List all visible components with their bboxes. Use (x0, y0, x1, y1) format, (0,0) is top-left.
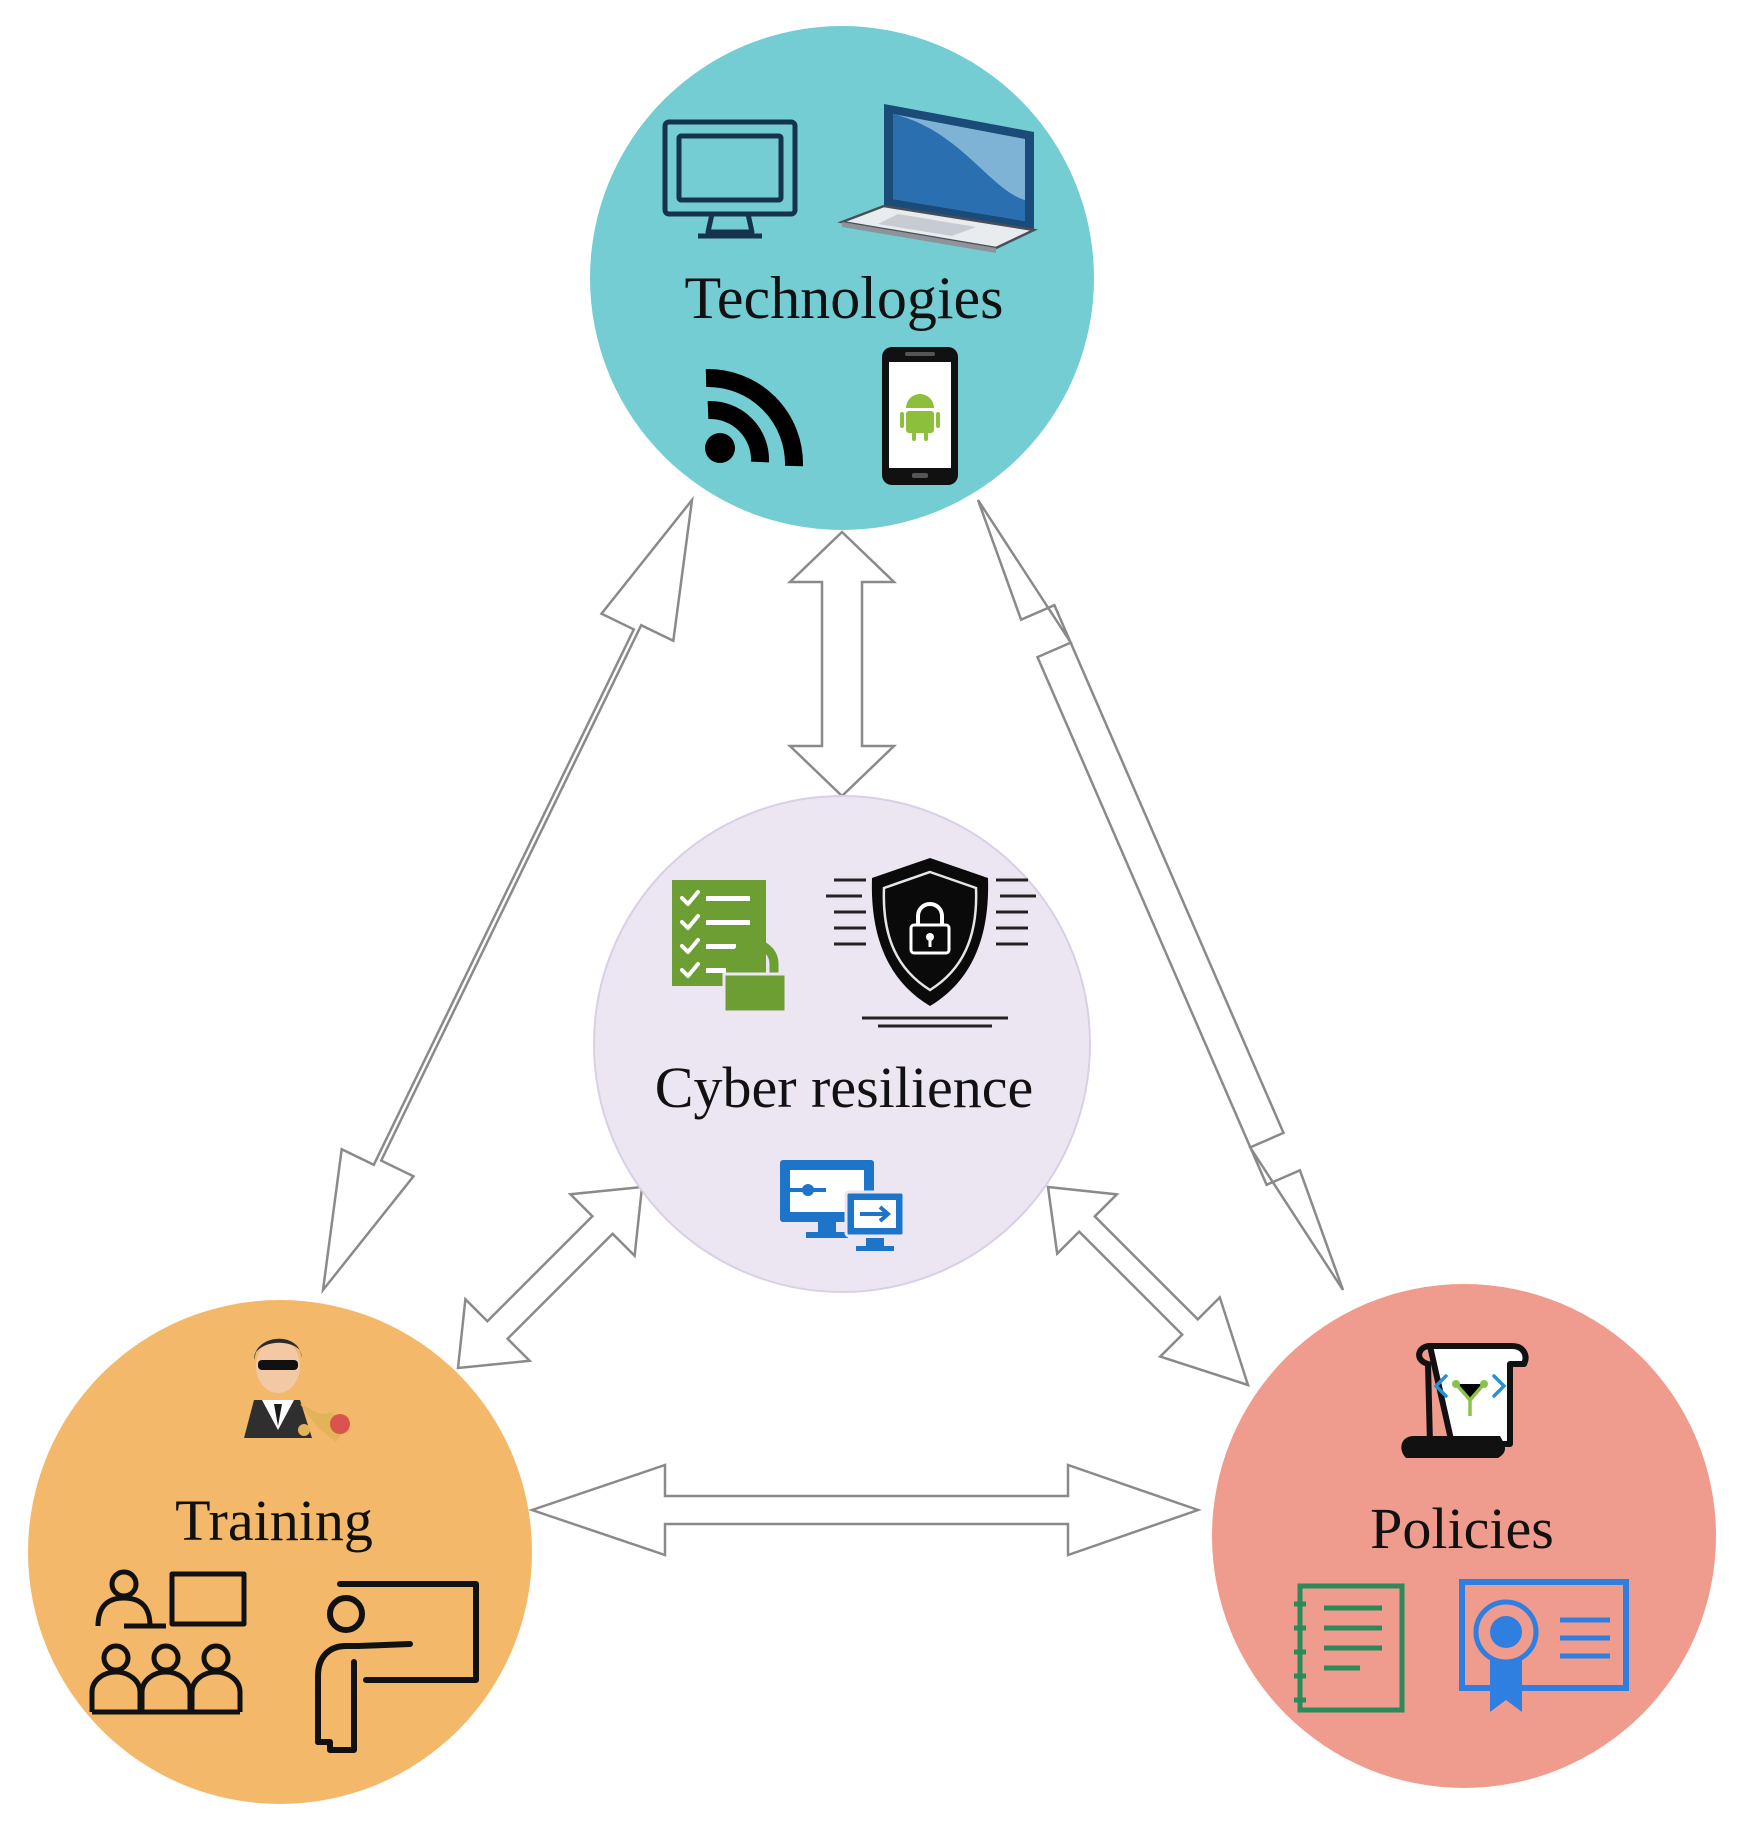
wifi-signal-icon (705, 368, 804, 467)
remote-desktop-icon (780, 1160, 906, 1251)
security-shield-icon (826, 858, 1036, 1028)
arrow-technologies-training (321, 495, 694, 1295)
desktop-monitor-icon (662, 119, 798, 239)
arrows-layer (321, 495, 1345, 1557)
certificate-icon (1459, 1579, 1629, 1712)
checklist-lock-icon (672, 880, 788, 1014)
arrow-cyber-training (456, 1185, 644, 1370)
group-meeting-icon (89, 1569, 247, 1715)
arrow-cyber-policies (1046, 1185, 1250, 1387)
training-label: Training (175, 1488, 373, 1553)
cyber-resilience-label: Cyber resilience (655, 1055, 1033, 1120)
policies-circle (1212, 1284, 1716, 1788)
policies-label: Policies (1370, 1496, 1554, 1561)
notebook-icon (1294, 1583, 1405, 1713)
android-phone-icon (882, 347, 958, 485)
laptop-icon (837, 104, 1039, 253)
cyber-resilience-node: Cyber resilience (593, 795, 1091, 1293)
arrow-technologies-cyber (786, 530, 898, 798)
technologies-node: Technologies (590, 26, 1094, 530)
agent-businessman-icon (244, 1338, 350, 1442)
technologies-label: Technologies (684, 265, 1003, 331)
arrow-training-policies (528, 1463, 1202, 1557)
presenter-board-icon (315, 1581, 479, 1753)
arrow-technologies-policies (976, 499, 1345, 1291)
training-node: Training (28, 1300, 532, 1804)
policies-node: Policies (1212, 1284, 1716, 1788)
script-scroll-icon (1401, 1343, 1529, 1458)
